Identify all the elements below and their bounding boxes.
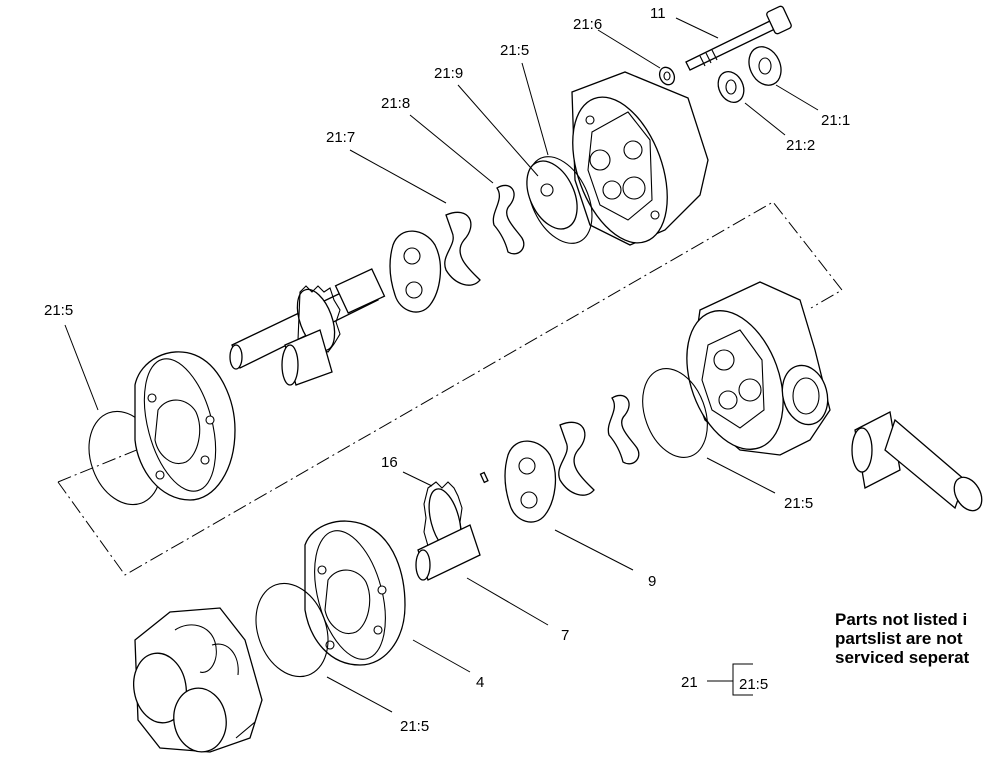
assembly-boundary-line: [57, 201, 843, 576]
seal-ring-21-5-right: [642, 368, 708, 458]
washer-part-21-6: [658, 66, 676, 86]
parts-notice: Parts not listed i partslist are not ser…: [835, 610, 1000, 667]
parts-notice-line-3: serviced seperat: [835, 648, 970, 667]
seal-part-21-7: [444, 211, 481, 286]
seal-part-21-8: [492, 184, 525, 255]
end-cover: [133, 607, 263, 753]
wear-plate-part-9: [504, 440, 557, 523]
washer-part-21-1: [748, 46, 782, 86]
assembly-boundary-line-left: [57, 446, 145, 483]
callout-21-6: 21:6: [573, 16, 602, 33]
callout-21-5-left: 21:5: [44, 302, 73, 319]
callout-21-5-top: 21:5: [500, 42, 529, 59]
callout-11: 11: [650, 5, 666, 22]
callout-21-5-bottom: 21:5: [400, 718, 429, 735]
callout-21-2: 21:2: [786, 137, 815, 154]
callout-16: 16: [381, 454, 398, 471]
callout-4: 4: [476, 674, 484, 691]
rear-housing: [686, 281, 831, 456]
drive-shaft-gear: [229, 268, 386, 386]
kit-legend-child: 21:5: [739, 676, 768, 693]
wear-plate-upper: [389, 230, 442, 313]
kit-legend: 21 21:5: [681, 663, 768, 696]
key-pin-part-16: [479, 471, 489, 484]
top-cover-housing: [571, 71, 709, 246]
gear-body-upper: [134, 351, 236, 501]
callout-21-1: 21:1: [821, 112, 850, 129]
parts-notice-line-1: Parts not listed i: [835, 610, 968, 629]
port-fitting: [851, 411, 983, 512]
parts-notice-line-2: partslist are not: [835, 629, 963, 648]
gear-body-part-4: [304, 520, 406, 666]
backing-plate-21-9: [526, 160, 578, 230]
callout-21-9: 21:9: [434, 65, 463, 82]
callout-9: 9: [648, 573, 656, 590]
seal-part-middle-a: [607, 394, 640, 465]
bolt-part-11: [685, 5, 792, 71]
seal-ring-21-5-bottom: [255, 582, 329, 678]
washer-part-21-2: [717, 70, 745, 104]
kit-legend-parent: 21: [681, 674, 698, 691]
leader-lines: [64, 17, 819, 713]
seal-ring-21-5-top: [527, 156, 593, 244]
callout-21-7: 21:7: [326, 129, 355, 146]
callout-7: 7: [561, 627, 569, 644]
seal-part-middle-b: [558, 421, 595, 496]
callout-21-5-right: 21:5: [784, 495, 813, 512]
driven-gear-part-7: [415, 481, 481, 581]
callout-21-8: 21:8: [381, 95, 410, 112]
